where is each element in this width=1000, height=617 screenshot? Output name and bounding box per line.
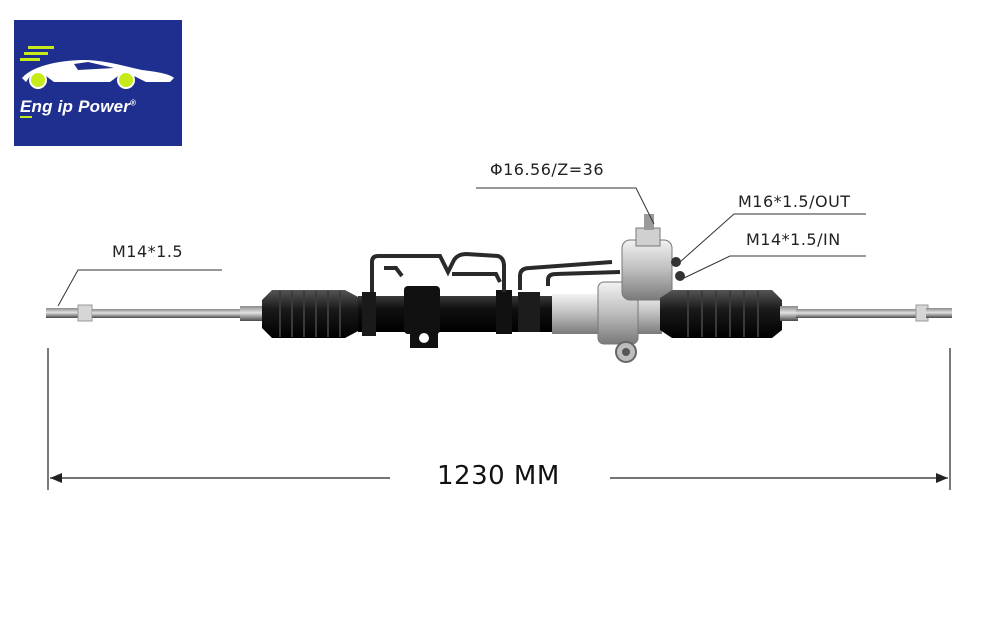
right-boot bbox=[660, 290, 782, 338]
valve-housing bbox=[552, 214, 685, 363]
leader-outlet bbox=[679, 213, 866, 263]
leader-left-thread bbox=[57, 269, 222, 307]
rack-housing-tube bbox=[358, 286, 558, 348]
left-thread-label: M14*1.5 bbox=[112, 242, 184, 261]
left-boot bbox=[262, 290, 360, 338]
pinion-label: Φ16.56/Z=36 bbox=[490, 160, 605, 179]
car-silhouette-icon bbox=[20, 46, 174, 89]
outlet-port-label: M16*1.5/OUT bbox=[738, 192, 851, 211]
brand-name: Eng ip Power® bbox=[20, 97, 137, 118]
inlet-port-label: M14*1.5/IN bbox=[746, 230, 841, 249]
leader-pinion bbox=[476, 187, 655, 225]
right-tie-rod bbox=[780, 304, 952, 322]
brand-logo: Eng ip Power® bbox=[14, 20, 182, 146]
leader-lines bbox=[57, 187, 866, 307]
left-tie-rod bbox=[46, 304, 264, 322]
length-dimension-label: 1230 MM bbox=[437, 461, 560, 491]
hydraulic-lines bbox=[370, 251, 621, 292]
dimension-line bbox=[47, 348, 951, 490]
leader-inlet bbox=[683, 255, 866, 279]
